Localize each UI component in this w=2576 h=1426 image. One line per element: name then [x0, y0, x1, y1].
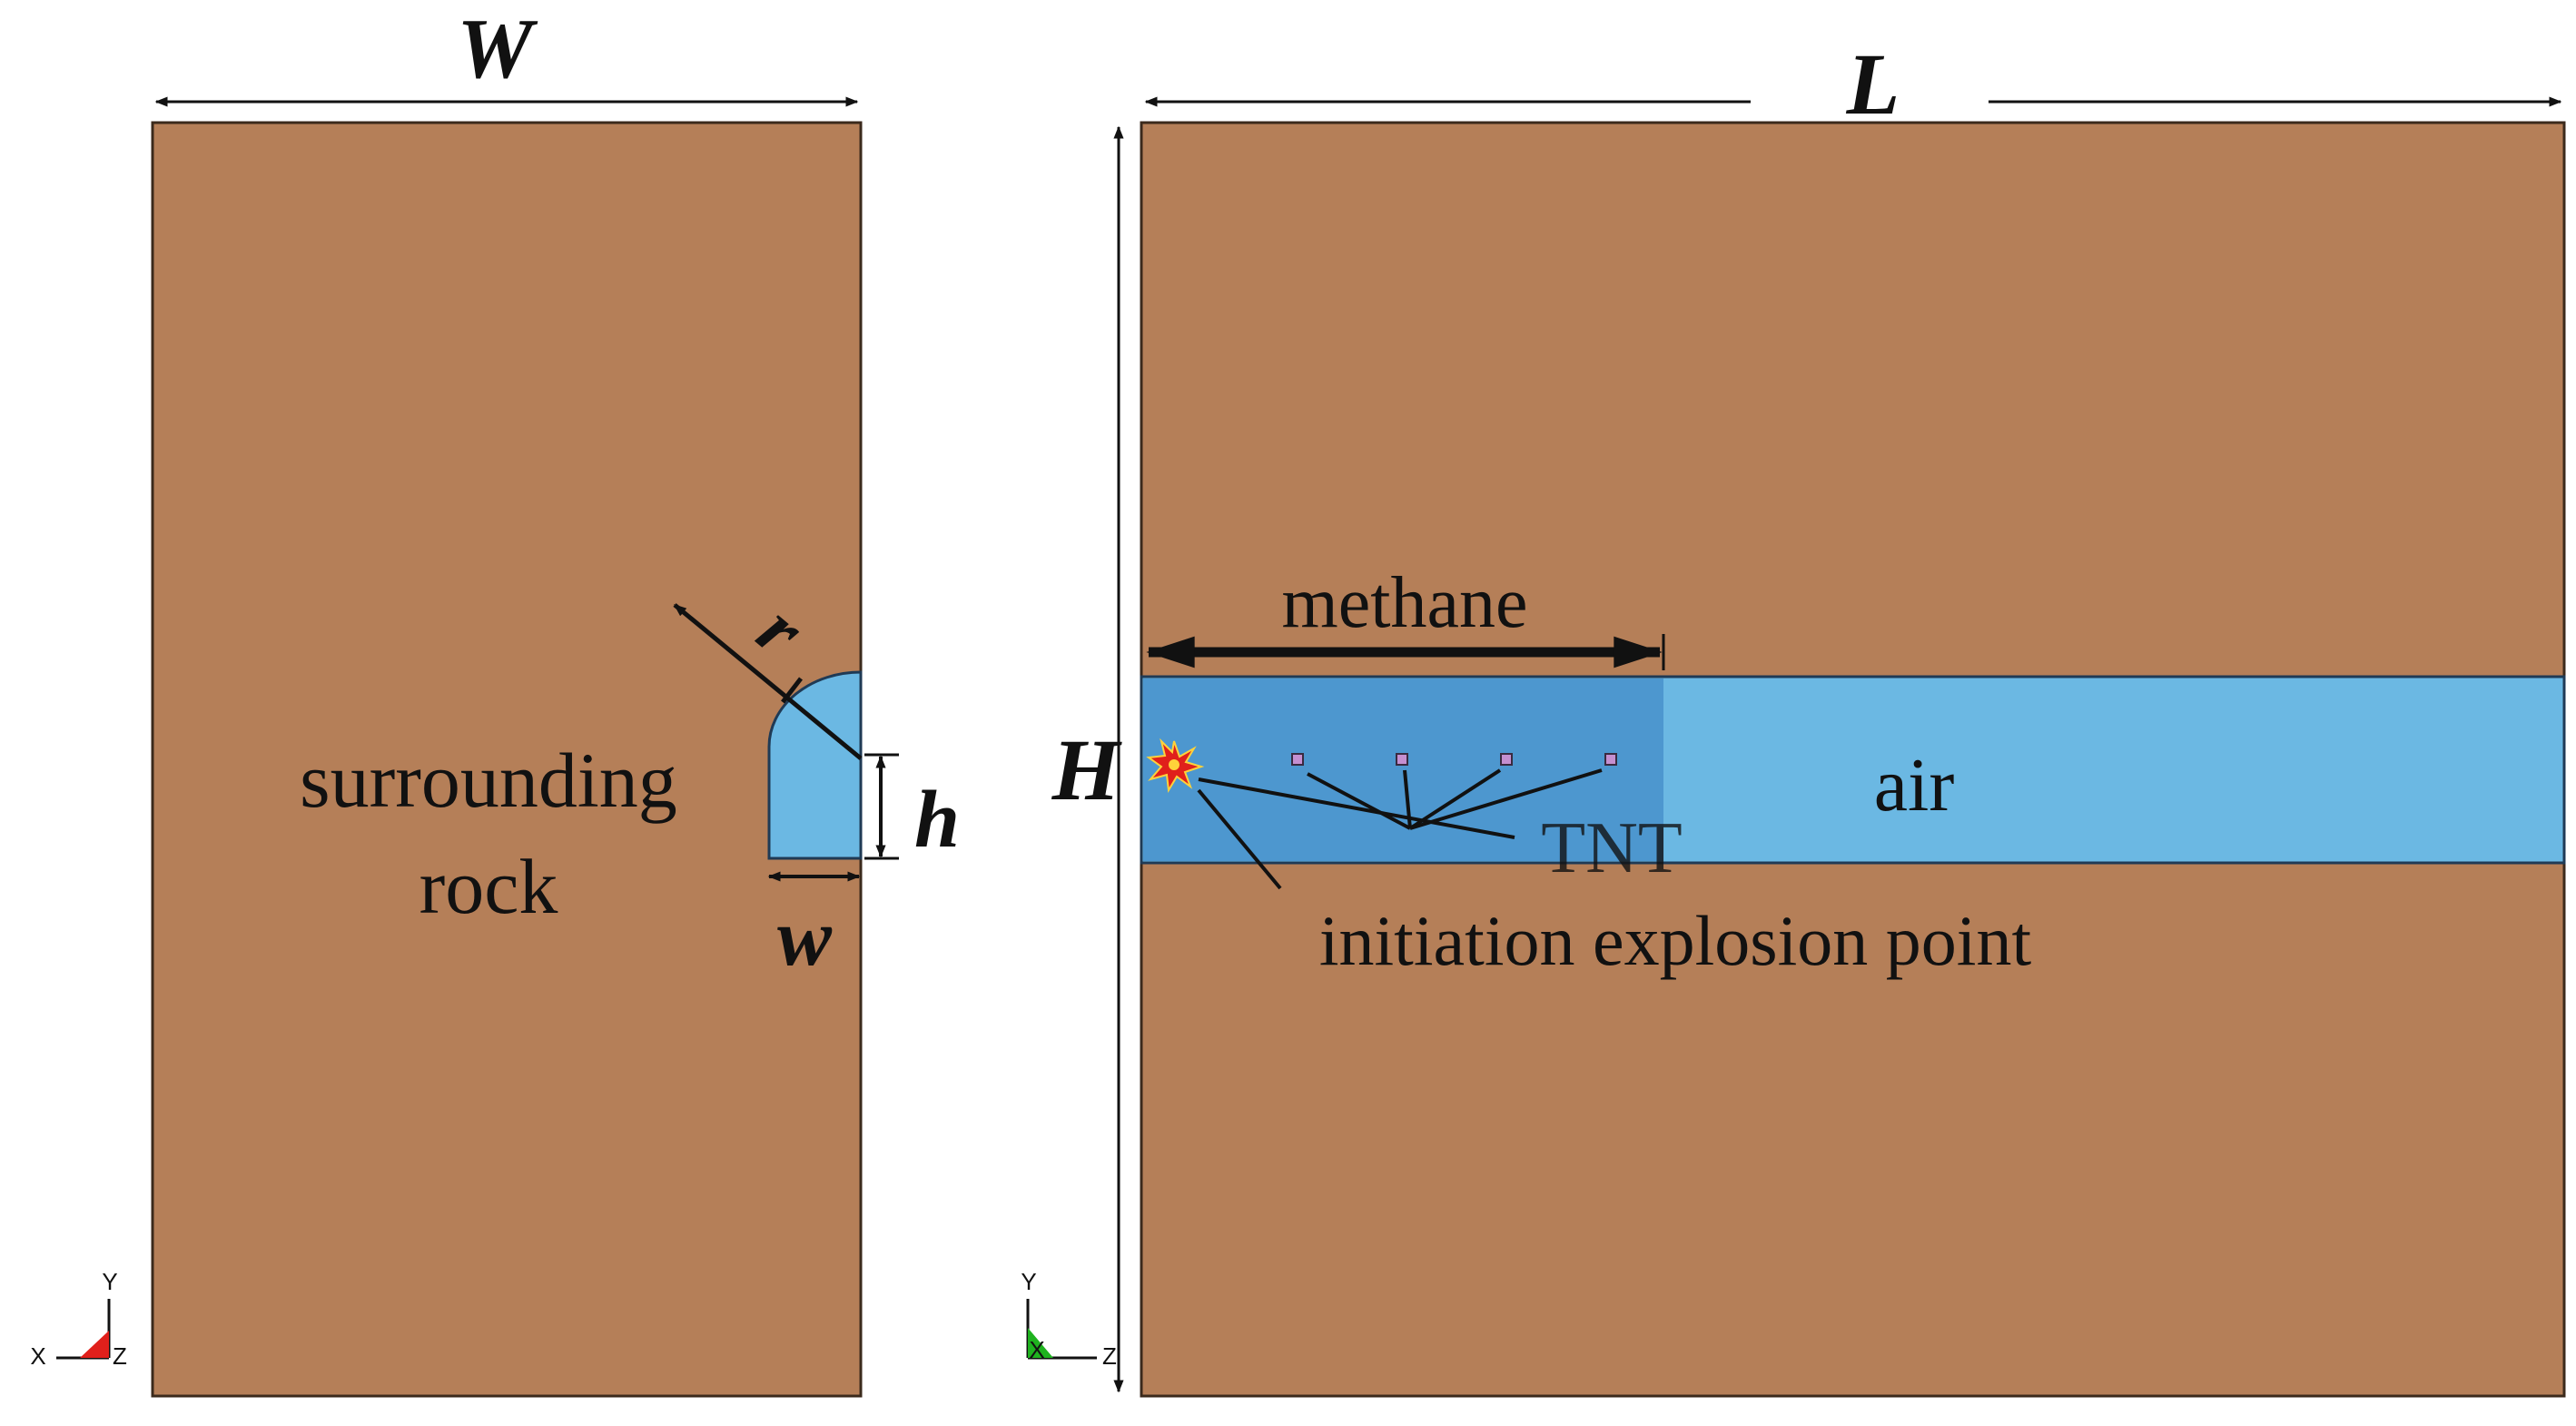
- cross-section-panel: W r h w surrounding rock Y X Z: [30, 2, 960, 1398]
- axis-x-label: X: [1029, 1336, 1044, 1363]
- surrounding-rock-cross-section: [151, 121, 863, 1398]
- small-width-label: w: [777, 893, 833, 983]
- big-height-label: H: [1051, 721, 1123, 818]
- methane-label: methane: [1282, 563, 1528, 643]
- air-label: air: [1874, 743, 1955, 827]
- tnt-charge-icon: [1500, 753, 1513, 766]
- tnt-leader-lines: [1198, 768, 1603, 839]
- initiation-point-label: initiation explosion point: [1319, 901, 2032, 980]
- axis-x-label: X: [30, 1342, 45, 1370]
- axis-z-label: Z: [113, 1342, 127, 1370]
- axis-y-label: Y: [102, 1268, 117, 1295]
- radius-tick: [781, 677, 803, 704]
- explosion-icon: [1146, 738, 1205, 794]
- tnt-charge-icon: [1604, 753, 1617, 766]
- longitudinal-section-panel: L H methane air TNT initiatio: [1021, 35, 2566, 1398]
- axis-triad-left-marker: [80, 1331, 109, 1358]
- height-label: h: [914, 775, 960, 865]
- tnt-label: TNT: [1541, 808, 1683, 888]
- surrounding-rock-label-line2: rock: [419, 843, 558, 930]
- axis-y-label: Y: [1021, 1268, 1036, 1295]
- radius-arrow: [673, 603, 863, 760]
- axis-triad-right: Y X Z: [1021, 1268, 1117, 1370]
- tnt-charge-icon: [1291, 753, 1304, 766]
- surrounding-rock-label: surrounding: [300, 737, 677, 824]
- axis-triad-left: Y X Z: [30, 1268, 127, 1370]
- length-label: L: [1846, 35, 1900, 133]
- initiation-leader-line: [1197, 788, 1282, 890]
- axis-z-label: Z: [1102, 1342, 1117, 1370]
- axis-triad-right-marker: [1028, 1328, 1053, 1358]
- width-label: W: [457, 2, 538, 96]
- tnt-charge-icon: [1396, 753, 1408, 766]
